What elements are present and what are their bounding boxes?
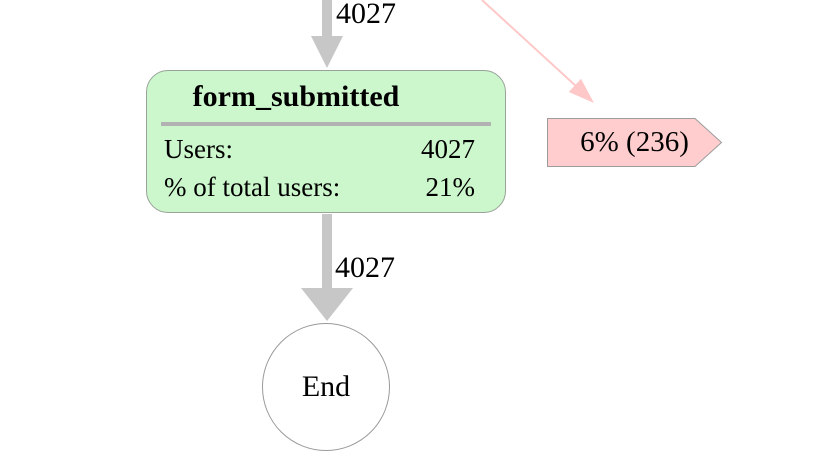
node-title-divider <box>161 122 491 126</box>
users-value: 4027 <box>421 134 475 164</box>
outgoing-edge-arrowhead-icon <box>301 288 353 321</box>
node-row-users: Users: 4027 <box>164 130 475 168</box>
dropoff-edge-line <box>481 0 578 88</box>
percent-total-value: 21% <box>425 172 476 202</box>
node-end[interactable]: End <box>262 323 390 451</box>
incoming-edge-line <box>322 0 332 36</box>
percent-total-label: % of total users: <box>164 172 341 202</box>
dropoff-percent-label: 6% (236) <box>580 126 689 158</box>
node-form-submitted[interactable]: form_submitted Users: 4027 % of total us… <box>146 70 506 213</box>
dropoff-edge-arrowhead-icon <box>568 78 594 103</box>
outgoing-edge-count-label: 4027 <box>335 251 395 284</box>
node-stats: Users: 4027 % of total users: 21% <box>164 130 475 206</box>
dropoff-badge-shape[interactable] <box>547 118 723 167</box>
incoming-edge-count-label: 4027 <box>336 0 396 30</box>
end-node-label: End <box>301 370 351 403</box>
incoming-edge-arrowhead-icon <box>311 36 343 68</box>
outgoing-edge-line <box>322 214 332 288</box>
users-label: Users: <box>164 134 233 164</box>
node-title: form_submitted <box>192 80 400 113</box>
node-row-percent-total: % of total users: 21% <box>164 168 475 206</box>
